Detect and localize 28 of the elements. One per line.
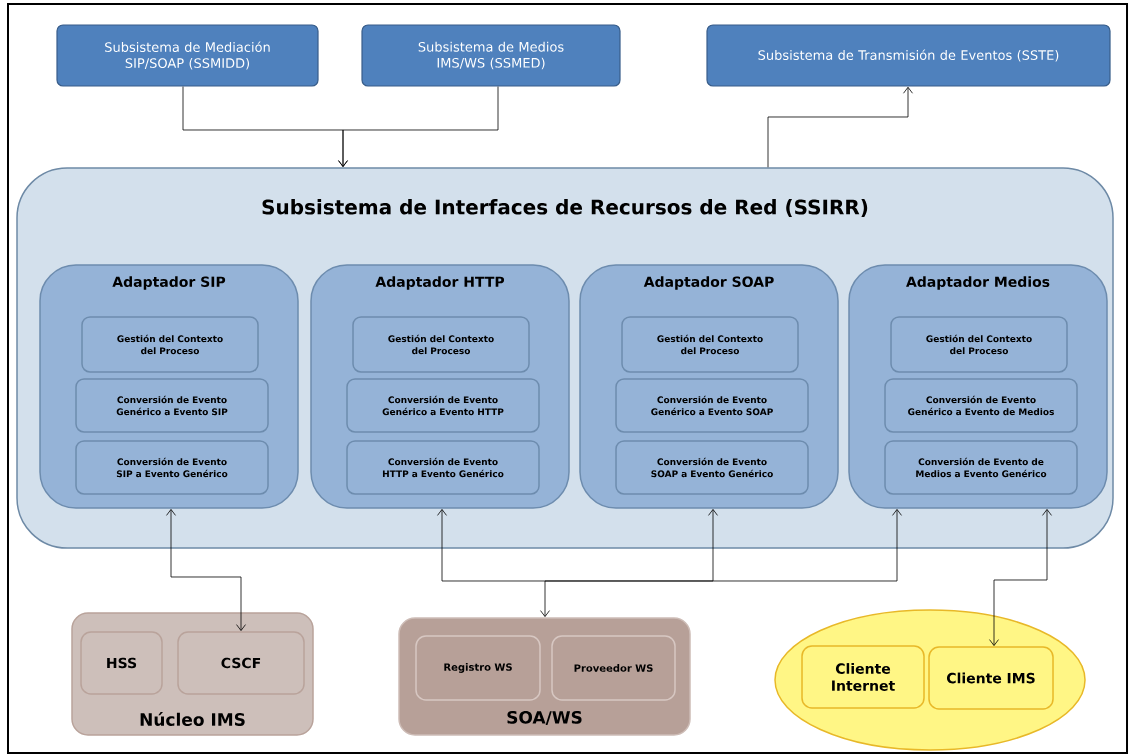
function-box: Conversión de Evento SOAP a Evento Genérico <box>615 440 809 495</box>
function-box: Gestión del Contexto del Proceso <box>890 316 1068 373</box>
function-box: Gestión del Contexto del Proceso <box>352 316 530 373</box>
function-box: Conversión de Evento Genérico a Evento HTTP <box>346 378 540 433</box>
client-box: Cliente IMS <box>928 646 1054 710</box>
function-box: Conversión de Evento Genérico a Evento SIP <box>75 378 269 433</box>
arrow <box>540 580 550 617</box>
component-box: Proveedor WS <box>551 635 676 701</box>
subsystem-box: Subsistema de Mediación SIP/SOAP (SSMIDD) <box>56 24 319 87</box>
arrow <box>544 509 902 582</box>
function-box: Gestión del Contexto del Proceso <box>81 316 259 373</box>
arrow <box>338 86 499 167</box>
function-box: Conversión de Evento Genérico a Evento SOAP <box>615 378 809 433</box>
subsystem-box: Subsistema de Transmisión de Eventos (SSTE) <box>706 24 1111 87</box>
function-box: Gestión del Contexto del Proceso <box>621 316 799 373</box>
function-box: Conversión de Evento Genérico a Evento de Medios <box>884 378 1078 433</box>
subsystem-box: Subsistema de Medios IMS/WS (SSMED) <box>361 24 621 87</box>
component-box: CSCF <box>177 631 305 695</box>
component-box: Registro WS <box>415 635 541 701</box>
function-box: Conversión de Evento HTTP a Evento Genérico <box>346 440 540 495</box>
arrow <box>767 86 913 168</box>
component-box: HSS <box>80 631 163 695</box>
arrow <box>166 509 246 631</box>
function-box: Conversión de Evento SIP a Evento Genérico <box>75 440 269 495</box>
client-box: Cliente Internet <box>801 645 925 709</box>
arrow <box>437 509 546 582</box>
function-box: Conversión de Evento de Medios a Evento Genérico <box>884 440 1078 495</box>
arrow <box>989 509 1052 646</box>
